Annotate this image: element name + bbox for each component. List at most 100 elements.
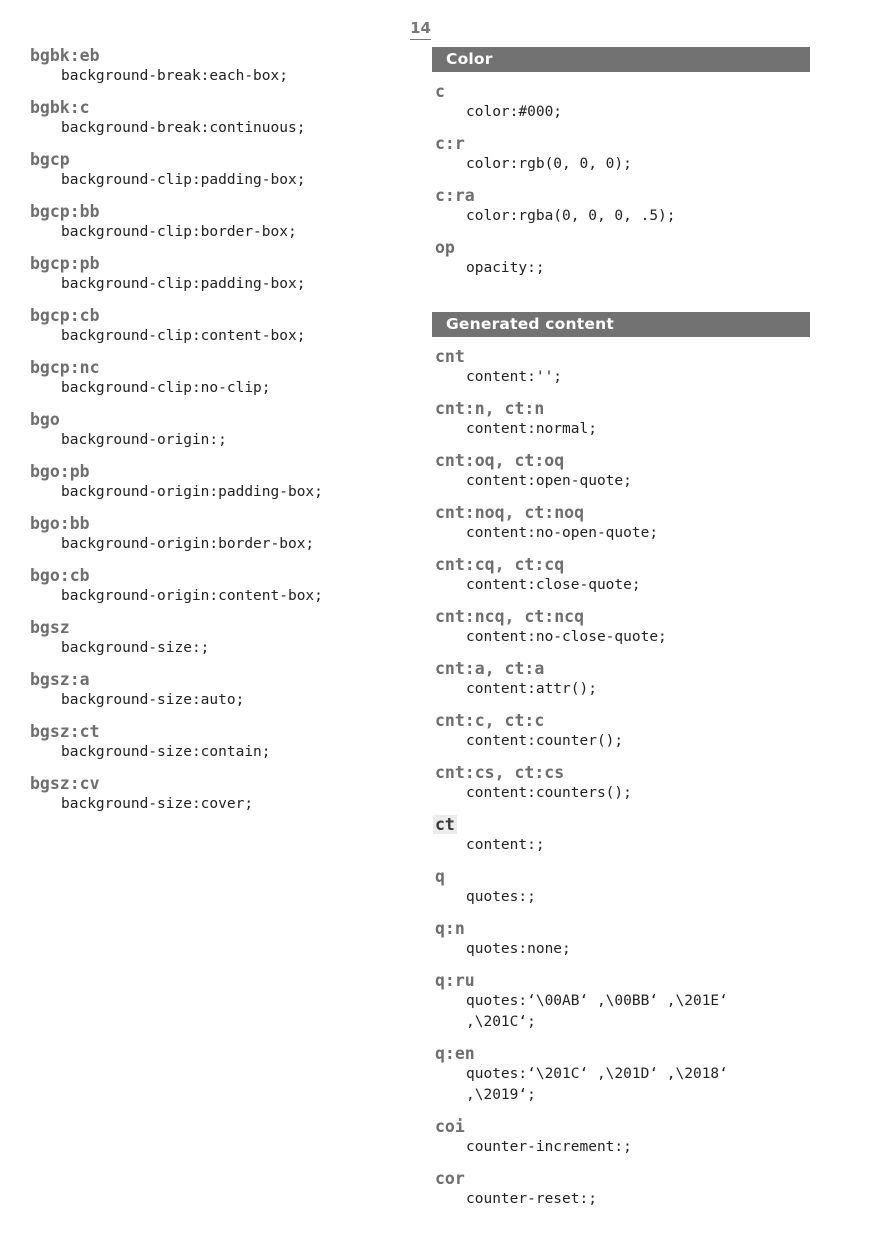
expansion: background-origin:content-box;	[61, 588, 323, 604]
expansion: content:counter();	[466, 733, 624, 749]
abbreviation-entry: bgbk:eb background-break:each-box;	[30, 46, 410, 98]
abbreviation-entry: q:ru quotes:‘\00AB‘ ,\00BB‘ ,\201E‘ ,\201…	[435, 971, 852, 1044]
abbreviation-text: c:r	[435, 134, 465, 153]
abbreviation-text: cnt:a, ct:a	[435, 659, 545, 678]
abbreviation: bgsz:cv	[30, 774, 410, 794]
expansion: background-clip:padding-box;	[61, 172, 306, 188]
abbreviation-text: op	[435, 238, 455, 257]
expansion: content:close-quote;	[466, 577, 641, 593]
abbreviation: ct	[433, 815, 852, 835]
abbreviation-entry: bgsz:a background-size:auto;	[30, 670, 410, 722]
expansion: background-size:auto;	[61, 692, 245, 708]
abbreviation-text: bgcp:pb	[30, 254, 100, 273]
abbreviation: bgcp:bb	[30, 202, 410, 222]
abbreviation-text: cnt:cs, ct:cs	[435, 763, 565, 782]
abbreviation: q:n	[435, 919, 852, 939]
abbreviation: bgsz	[30, 618, 410, 638]
abbreviation: cnt:ncq, ct:ncq	[435, 607, 852, 627]
abbreviation: cnt:oq, ct:oq	[435, 451, 852, 471]
abbreviation-text: coi	[435, 1117, 465, 1136]
abbreviation: q:en	[435, 1044, 852, 1064]
abbreviation-entry: bgcp background-clip:padding-box;	[30, 150, 410, 202]
expansion: background-size:contain;	[61, 744, 271, 760]
abbreviation: q	[435, 867, 852, 887]
abbreviation: bgo:cb	[30, 566, 410, 586]
expansion: opacity:;	[466, 260, 545, 276]
abbreviation: cor	[435, 1169, 852, 1189]
expansion: quotes:‘\00AB‘ ,\00BB‘ ,\201E‘ ,\201C‘;	[466, 993, 737, 1030]
abbreviation: bgcp:cb	[30, 306, 410, 326]
abbreviation-text: bgo	[30, 410, 60, 429]
abbreviation-entry: cnt:c, ct:c content:counter();	[435, 711, 852, 763]
abbreviation: cnt:a, ct:a	[435, 659, 852, 679]
abbreviation-text: cnt	[435, 347, 465, 366]
expansion: content:open-quote;	[466, 473, 632, 489]
abbreviation: c:ra	[435, 186, 852, 206]
abbreviation-text: cnt:oq, ct:oq	[435, 451, 565, 470]
expansion: content:normal;	[466, 421, 597, 437]
expansion: counter-reset:;	[466, 1191, 597, 1207]
abbreviation-text: cnt:ncq, ct:ncq	[435, 607, 585, 626]
abbreviation-entry: cnt:oq, ct:oq content:open-quote;	[435, 451, 852, 503]
abbreviation-entry: ct content:;	[433, 815, 852, 867]
abbreviation-entry: bgcp:cb background-clip:content-box;	[30, 306, 410, 358]
abbreviation-text: bgcp:cb	[30, 306, 100, 325]
abbreviation-text-highlighted: ct	[433, 815, 457, 834]
expansion: counter-increment:;	[466, 1139, 632, 1155]
abbreviation: c	[435, 82, 852, 102]
abbreviation-text: cnt:c, ct:c	[435, 711, 545, 730]
abbreviation-text: bgcp	[30, 150, 70, 169]
abbreviation-entry: cnt:ncq, ct:ncq content:no-close-quote;	[435, 607, 852, 659]
expansion: content:no-close-quote;	[466, 629, 667, 645]
abbreviation-text: q:ru	[435, 971, 475, 990]
abbreviation-entry: bgo:pb background-origin:padding-box;	[30, 462, 410, 514]
abbreviation: cnt:cs, ct:cs	[435, 763, 852, 783]
abbreviation-entry: q quotes:;	[435, 867, 852, 919]
abbreviation-text: bgsz:ct	[30, 722, 100, 741]
abbreviation-entry: q:n quotes:none;	[435, 919, 852, 971]
abbreviation-text: c	[435, 82, 445, 101]
abbreviation: bgcp:nc	[30, 358, 410, 378]
expansion: background-origin:padding-box;	[61, 484, 323, 500]
abbreviation: q:ru	[435, 971, 852, 991]
expansion: color:rgba(0, 0, 0, .5);	[466, 208, 676, 224]
abbreviation: bgo	[30, 410, 410, 430]
expansion: content:'';	[466, 369, 563, 385]
abbreviation-text: bgbk:eb	[30, 46, 100, 65]
expansion: background-clip:content-box;	[61, 328, 306, 344]
abbreviation-text: bgsz:a	[30, 670, 90, 689]
expansion: background-break:each-box;	[61, 68, 288, 84]
expansion: quotes:;	[466, 889, 536, 905]
abbreviation-text: bgcp:bb	[30, 202, 100, 221]
abbreviation: cnt:n, ct:n	[435, 399, 852, 419]
expansion: background-break:continuous;	[61, 120, 306, 136]
abbreviation-entry: bgsz:ct background-size:contain;	[30, 722, 410, 774]
abbreviation: cnt:c, ct:c	[435, 711, 852, 731]
abbreviation-text: cnt:n, ct:n	[435, 399, 545, 418]
abbreviation-text: bgo:pb	[30, 462, 90, 481]
abbreviation-entry: cnt:n, ct:n content:normal;	[435, 399, 852, 451]
abbreviation: bgsz:ct	[30, 722, 410, 742]
expansion: content:;	[466, 837, 545, 853]
page-number: 14	[410, 19, 431, 40]
expansion: background-clip:no-clip;	[61, 380, 271, 396]
abbreviation-text: cnt:cq, ct:cq	[435, 555, 565, 574]
abbreviation: coi	[435, 1117, 852, 1137]
abbreviation-entry: bgcp:nc background-clip:no-clip;	[30, 358, 410, 410]
abbreviation-text: cor	[435, 1169, 465, 1188]
expansion: content:counters();	[466, 785, 632, 801]
expansion: quotes:none;	[466, 941, 571, 957]
abbreviation-text: c:ra	[435, 186, 475, 205]
